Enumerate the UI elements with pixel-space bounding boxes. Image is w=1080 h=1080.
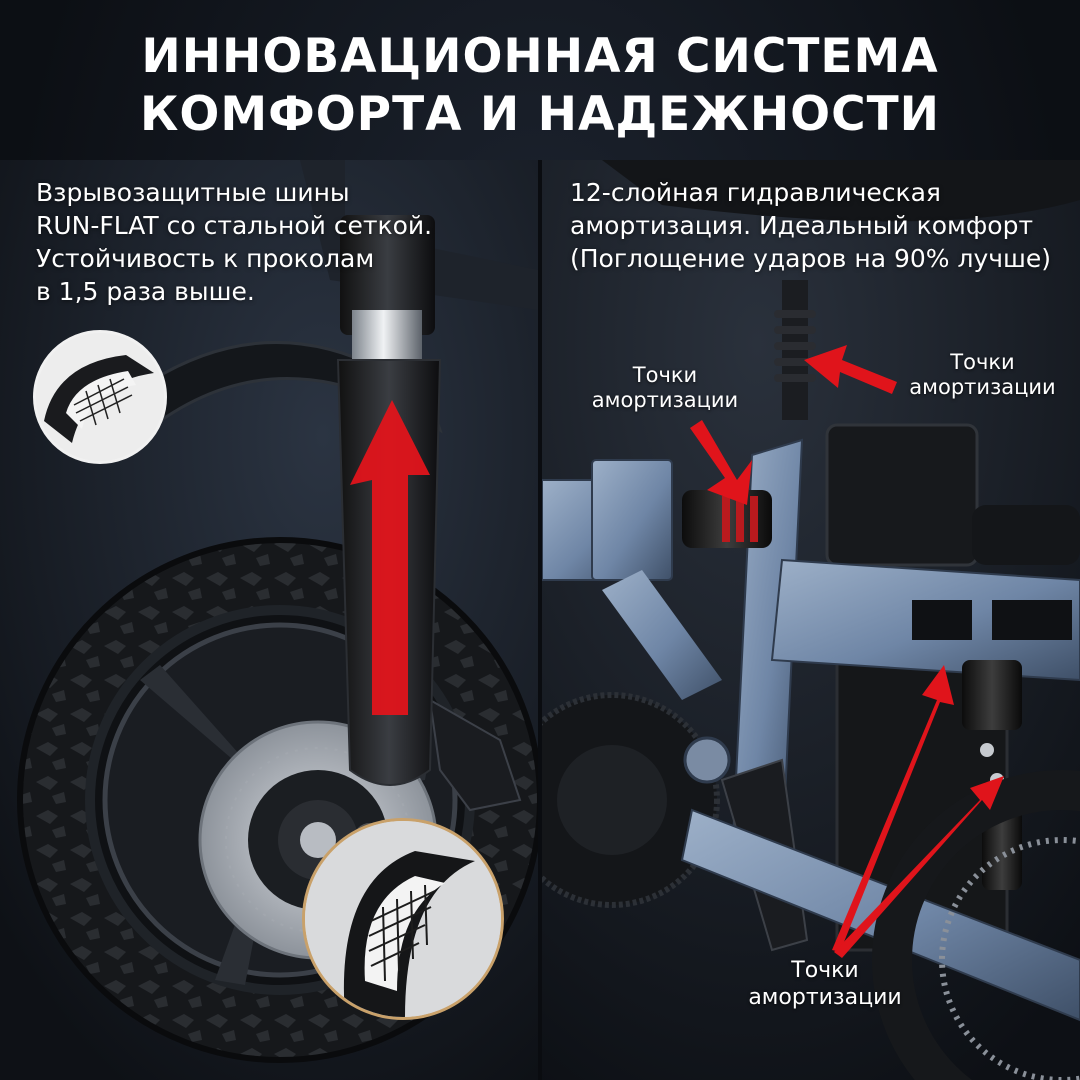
suspension-illustration: [542, 160, 1080, 1080]
suspension-description-line: 12-слойная гидравлическая: [570, 178, 941, 207]
callout-label-line: Точки: [632, 363, 698, 387]
page-title: ИННОВАЦИОННАЯ СИСТЕМА КОМФОРТА И НАДЕЖНО…: [0, 28, 1080, 144]
tire-description: Взрывозащитные шины RUN-FLAT со стальной…: [36, 176, 432, 308]
tire-description-line: RUN-FLAT со стальной сеткой.: [36, 211, 433, 240]
suspension-description-line: (Поглощение ударов на 90% лучше): [570, 244, 1052, 273]
suspension-description: 12-слойная гидравлическая амортизация. И…: [570, 176, 1051, 275]
tire-cross-section-inset: [33, 330, 167, 464]
callout-label-line: Точки: [791, 958, 859, 983]
tire-description-line: в 1,5 раза выше.: [36, 277, 255, 306]
panel-divider: [538, 160, 542, 1080]
callout-label-line: Точки: [950, 350, 1015, 374]
callout-label-front-shock: Точки амортизации: [575, 363, 755, 413]
tire-description-line: Взрывозащитные шины: [36, 178, 350, 207]
title-line-2: КОМФОРТА И НАДЕЖНОСТИ: [139, 87, 941, 142]
suspension-description-line: амортизация. Идеальный комфорт: [570, 211, 1034, 240]
tire-mesh-icon: [305, 821, 501, 1017]
title-line-1: ИННОВАЦИОННАЯ СИСТЕМА: [141, 29, 939, 84]
tire-cross-section-inset: [302, 818, 504, 1020]
suspension-photo: [542, 160, 1080, 1080]
callout-label-line: амортизации: [909, 375, 1056, 399]
tire-mesh-icon: [36, 333, 164, 461]
callout-label-seat-spring: Точки амортизации: [895, 350, 1070, 400]
callout-label-line: амортизации: [591, 388, 739, 412]
callout-arrows: [690, 345, 1004, 958]
callout-label-line: амортизации: [748, 985, 902, 1010]
tire-description-line: Устойчивость к проколам: [36, 244, 375, 273]
callout-label-rear-shocks: Точки амортизации: [725, 957, 925, 1011]
